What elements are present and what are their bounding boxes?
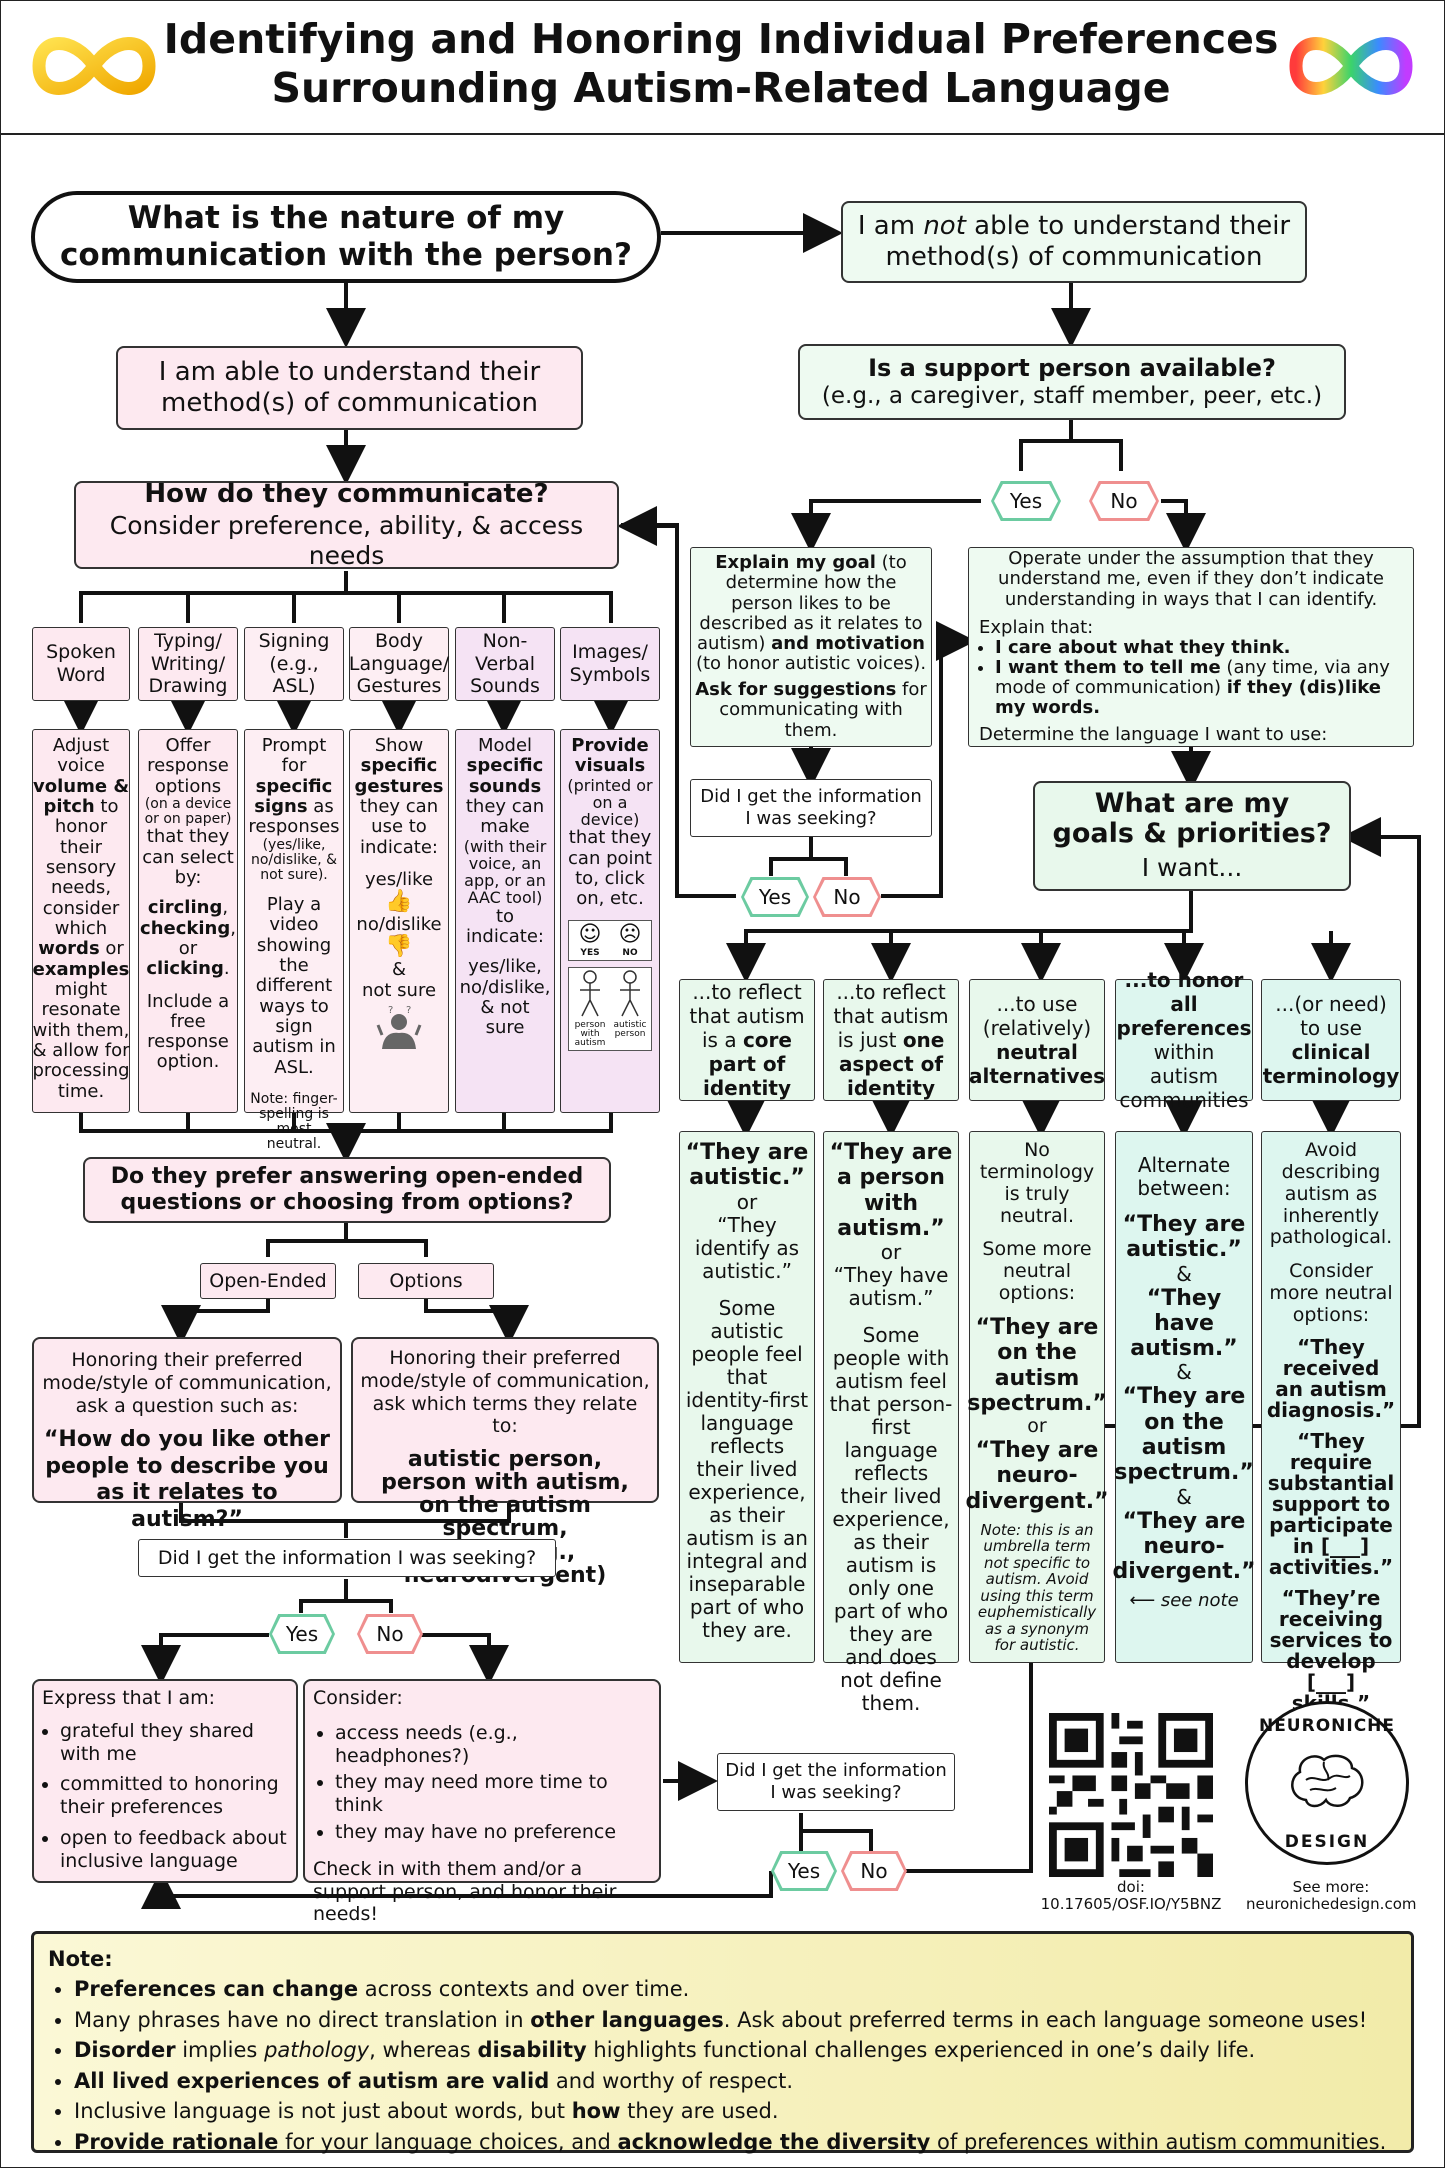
- brain-icon: [1291, 1754, 1364, 1808]
- sounds-tips: Model specific sounds they can make(with…: [455, 729, 555, 1113]
- options-label: Options: [358, 1263, 494, 1299]
- express-gratitude-box: Express that I am: grateful they shared …: [32, 1679, 298, 1883]
- start-question: What is the nature of my communication w…: [31, 191, 661, 283]
- did-i-get-info-bottom: Did I get the information I was seeking?: [717, 1753, 955, 1811]
- svg-text:?: ?: [388, 1005, 393, 1016]
- sad-face-icon: ☹: [618, 921, 642, 947]
- support-person-question: Is a support person available? (e.g., a …: [798, 344, 1346, 420]
- goal-clinical: ...(or need) to use clinical terminology: [1261, 979, 1401, 1101]
- options-prompt: Honoring their preferred mode/style of c…: [351, 1337, 659, 1587]
- yes-badge-support: Yes: [991, 481, 1061, 521]
- goal-one-aspect: ...to reflect that autism is just one as…: [823, 979, 959, 1101]
- yes-badge-bottom: Yes: [771, 1851, 837, 1891]
- happy-face-icon: ☺: [578, 921, 602, 947]
- spoken-word-tips: Adjust voice volume & pitch to honor the…: [32, 729, 130, 1113]
- mode-body-language: Body Language/ Gestures: [349, 627, 449, 701]
- title-line-1: Identifying and Honoring Individual Pref…: [163, 15, 1279, 63]
- body-language-tips: Show specific gestures they can use to i…: [349, 729, 449, 1113]
- note-item: Preferences can change across contexts a…: [74, 1974, 1397, 2004]
- goal-neutral: ...to use (relatively) neutral alternati…: [969, 979, 1105, 1101]
- neuroniche-logo: NEURONICHE DESIGN: [1245, 1701, 1409, 1865]
- header: Identifying and Honoring Individual Pref…: [1, 1, 1444, 135]
- person-cards: person with autism autistic person: [568, 966, 652, 1051]
- core-identity-language: “They are autistic.” or “They identify a…: [679, 1131, 815, 1663]
- mode-images: Images/ Symbols: [560, 627, 660, 701]
- title-line-2: Surrounding Autism-Related Language: [271, 64, 1171, 113]
- goal-core-identity: ...to reflect that autism is a core part…: [679, 979, 815, 1101]
- note-item: Disorder implies pathology, whereas disa…: [74, 2035, 1397, 2065]
- no-badge-left: No: [357, 1614, 423, 1654]
- not-able-to-understand: I am not able to understand their method…: [841, 201, 1307, 283]
- gold-infinity-icon: [32, 37, 156, 95]
- answer-style-question: Do they prefer answering open-ended ques…: [83, 1157, 611, 1223]
- rainbow-infinity-icon: [1289, 37, 1413, 95]
- note-item: Inclusive language is not just about wor…: [74, 2096, 1397, 2126]
- did-i-get-info-support: Did I get the information I was seeking?: [690, 779, 932, 837]
- open-ended-label: Open-Ended: [200, 1263, 336, 1299]
- images-tips: Provide visuals(printed or on a device) …: [560, 729, 660, 1113]
- no-badge-support: No: [1089, 481, 1159, 521]
- signing-tips: Prompt for specific signs as responses(y…: [244, 729, 344, 1152]
- how-do-they-communicate: How do they communicate? Consider prefer…: [74, 479, 619, 570]
- goal-honor-all: ...to honor all preferences within autis…: [1115, 968, 1253, 1112]
- no-badge-support-check: No: [813, 877, 881, 917]
- neutral-language: No terminology is truly neutral. Some mo…: [965, 1131, 1109, 1663]
- yes-badge-support-check: Yes: [741, 877, 809, 917]
- note-item: Provide rationale for your language choi…: [74, 2127, 1397, 2157]
- typing-tips: Offer response options(on a device or on…: [138, 729, 238, 1113]
- mode-sounds: Non-Verbal Sounds: [455, 627, 555, 701]
- yes-badge-left: Yes: [269, 1614, 335, 1654]
- mode-signing: Signing (e.g., ASL): [244, 627, 344, 701]
- operate-assumption-box: Operate under the assumption that they u…: [968, 547, 1414, 747]
- clinical-language: Avoid describing autism as inherently pa…: [1261, 1131, 1401, 1713]
- able-to-understand: I am able to understand their method(s) …: [116, 346, 583, 430]
- consider-box: Consider: access needs (e.g., headphones…: [303, 1679, 661, 1925]
- yes-no-cards: ☺YES ☹NO: [568, 919, 652, 961]
- did-i-get-info-left: Did I get the information I was seeking?: [138, 1539, 556, 1577]
- doi: doi: 10.17605/OSF.IO/Y5BNZ: [1040, 1878, 1222, 1914]
- person-icon: [580, 970, 600, 1017]
- note-item: Many phrases have no direct translation …: [74, 2005, 1397, 2035]
- mode-typing: Typing/ Writing/ Drawing: [138, 627, 238, 701]
- explain-goal-box: Explain my goal (to determine how the pe…: [690, 547, 932, 747]
- see-more: See more: neuronichedesign.com: [1246, 1878, 1417, 1914]
- shrug-icon: ??: [376, 1005, 422, 1049]
- thumbs-up-icon: 👍: [385, 889, 413, 915]
- svg-text:?: ?: [406, 1005, 411, 1016]
- mode-spoken-word: Spoken Word: [32, 627, 130, 701]
- qr-code-icon: [1049, 1713, 1213, 1877]
- thumbs-down-icon: 👎: [385, 934, 413, 960]
- note-panel: Note: Preferences can change across cont…: [31, 1931, 1414, 2154]
- honor-all-language: Alternate between: “They are autistic.” …: [1112, 1131, 1256, 1663]
- person-icon: [620, 970, 640, 1017]
- one-aspect-language: “They are a person with autism.” or “The…: [823, 1131, 959, 1715]
- no-badge-bottom: No: [841, 1851, 907, 1891]
- open-ended-prompt: Honoring their preferred mode/style of c…: [32, 1337, 342, 1532]
- note-item: All lived experiences of autism are vali…: [74, 2066, 1397, 2096]
